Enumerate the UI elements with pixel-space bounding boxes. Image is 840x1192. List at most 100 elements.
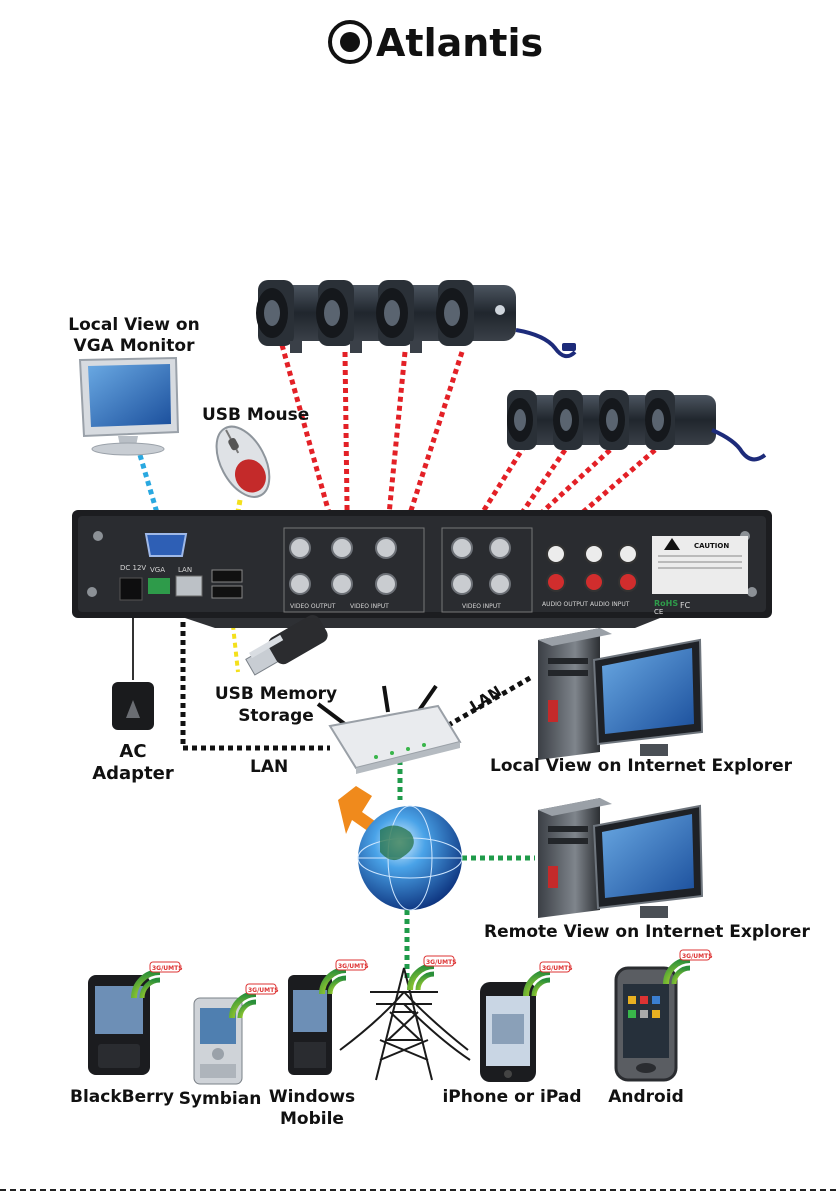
blackberry-3g-icon: 3G/UMTS bbox=[131, 961, 183, 999]
ac-adapter: AC Adapter bbox=[92, 682, 174, 784]
device-blackberry: 3G/UMTS BlackBerry bbox=[70, 961, 183, 1107]
audio-input-label: AUDIO INPUT bbox=[590, 601, 630, 608]
windows-mobile-3g-icon: 3G/UMTS bbox=[319, 959, 369, 995]
bnc-video-in-7 bbox=[451, 573, 473, 595]
rca-audio-in-1 bbox=[584, 544, 604, 564]
iphone-3g-icon: 3G/UMTS bbox=[523, 961, 573, 997]
windows-mobile-3g-badge: 3G/UMTS bbox=[338, 963, 369, 970]
bnc-video-in-8 bbox=[489, 573, 511, 595]
camera-6 bbox=[553, 390, 608, 450]
bnc-video-out-2 bbox=[289, 573, 311, 595]
transmission-tower: 3G/UMTS bbox=[339, 955, 471, 1081]
lan-label-bottom: LAN bbox=[250, 757, 288, 777]
device-label-blackberry: BlackBerry bbox=[70, 1087, 174, 1107]
rca-audio-in-3 bbox=[584, 572, 604, 592]
router-antenna-3 bbox=[416, 684, 438, 714]
ac-adapter-label-2: Adapter bbox=[92, 763, 174, 784]
ac-adapter-label-1: AC bbox=[119, 741, 146, 762]
camera-7 bbox=[599, 390, 654, 450]
camera-5 bbox=[507, 390, 562, 450]
vga-port bbox=[144, 533, 188, 557]
blackberry-3g-badge: 3G/UMTS bbox=[152, 965, 183, 972]
android-3g-icon: 3G/UMTS bbox=[663, 949, 713, 985]
tower-3g-icon: 3G/UMTS bbox=[407, 955, 457, 991]
vga-monitor: Local View on VGA Monitor bbox=[68, 315, 200, 456]
camera-link-5 bbox=[459, 443, 528, 547]
bnc-video-in-2 bbox=[331, 573, 353, 595]
video-output-label: VIDEO OUTPUT bbox=[290, 603, 336, 610]
bnc-video-out-1 bbox=[289, 537, 311, 559]
device-label-windows-mobile-1: Windows bbox=[269, 1087, 355, 1107]
device-windows-mobile: 3G/UMTS Windows Mobile bbox=[269, 959, 369, 1129]
lan-port-label: LAN bbox=[178, 566, 192, 574]
local-pc bbox=[538, 628, 704, 760]
monitor-icon bbox=[78, 356, 180, 456]
bnc-video-in-1 bbox=[331, 537, 353, 559]
logo-dot-icon bbox=[340, 32, 360, 52]
device-label-windows-mobile-2: Mobile bbox=[280, 1109, 344, 1129]
device-label-symbian: Symbian bbox=[179, 1089, 262, 1109]
internet-links bbox=[397, 760, 535, 980]
pc-tower-icon bbox=[538, 628, 612, 760]
camera-group-top bbox=[256, 280, 577, 359]
device-android: 3G/UMTS Android bbox=[608, 949, 713, 1107]
terminal-block bbox=[148, 578, 170, 594]
brand-name: Atlantis bbox=[376, 21, 543, 65]
lan-port bbox=[175, 575, 203, 597]
caution-text: CAUTION bbox=[694, 542, 729, 550]
internet-globe bbox=[338, 786, 463, 911]
rca-connectors bbox=[546, 544, 638, 592]
usb-storage-label-2: Storage bbox=[238, 706, 314, 726]
camera-group-right bbox=[507, 390, 767, 462]
satellite-icon bbox=[338, 786, 382, 834]
camera-4 bbox=[436, 280, 577, 359]
tower-icon bbox=[339, 967, 471, 1081]
device-label-iphone: iPhone or iPad bbox=[442, 1087, 581, 1107]
rohs-mark: RoHS bbox=[654, 599, 678, 608]
bnc-video-in-4 bbox=[375, 573, 397, 595]
device-symbian: 3G/UMTS Symbian bbox=[179, 983, 279, 1109]
lan-link-dvr bbox=[180, 595, 330, 751]
usb-mouse: USB Mouse bbox=[202, 405, 309, 498]
audio-output-label: AUDIO OUTPUT bbox=[542, 601, 588, 608]
rca-audio-in-2 bbox=[618, 544, 638, 564]
tower-3g-badge: 3G/UMTS bbox=[426, 959, 457, 966]
usb-storage: USB Memory Storage bbox=[215, 615, 337, 726]
bnc-video-in-6 bbox=[489, 537, 511, 559]
logo-ring-icon bbox=[328, 20, 372, 64]
android-3g-badge: 3G/UMTS bbox=[682, 953, 713, 960]
usb-storage-label-1: USB Memory bbox=[215, 684, 337, 704]
symbian-3g-badge: 3G/UMTS bbox=[248, 987, 279, 994]
rca-audio-out-2 bbox=[546, 572, 566, 592]
lan-label-diagonal: LAN bbox=[467, 682, 505, 715]
mouse-icon bbox=[215, 425, 271, 498]
pc-monitor-icon bbox=[592, 638, 704, 756]
rca-audio-in-4 bbox=[618, 572, 638, 592]
usb-mouse-label: USB Mouse bbox=[202, 405, 309, 425]
remote-ie-label: Remote View on Internet Explorer bbox=[484, 922, 810, 942]
router-antenna-2 bbox=[382, 685, 390, 713]
vga-monitor-label-1: Local View on bbox=[68, 315, 199, 335]
router bbox=[316, 684, 462, 774]
local-ie-label: Local View on Internet Explorer bbox=[490, 756, 793, 776]
camera-1 bbox=[256, 280, 332, 353]
symbian-3g-icon: 3G/UMTS bbox=[229, 983, 279, 1019]
dvr-rear-panel: DC 12V VGA LAN VIDEO OUTPUT VIDEO INPUT bbox=[72, 510, 772, 628]
usb-stick-icon bbox=[245, 615, 328, 676]
remote-pc-tower-icon bbox=[538, 798, 612, 918]
device-iphone: 3G/UMTS iPhone or iPad bbox=[442, 961, 582, 1107]
camera-3 bbox=[376, 280, 452, 353]
bnc-connectors bbox=[289, 537, 511, 595]
video-input-label-2: VIDEO INPUT bbox=[462, 603, 501, 610]
warning-triangle-icon bbox=[664, 538, 680, 550]
bnc-video-in-5 bbox=[451, 537, 473, 559]
rca-audio-out-1 bbox=[546, 544, 566, 564]
video-input-label-1: VIDEO INPUT bbox=[350, 603, 389, 610]
device-label-android: Android bbox=[608, 1087, 684, 1107]
vga-monitor-label-2: VGA Monitor bbox=[74, 336, 196, 356]
usb-port-1 bbox=[211, 569, 243, 583]
fc-mark: FC bbox=[680, 601, 691, 610]
vga-port-label: VGA bbox=[150, 566, 165, 574]
camera-2 bbox=[316, 280, 392, 353]
